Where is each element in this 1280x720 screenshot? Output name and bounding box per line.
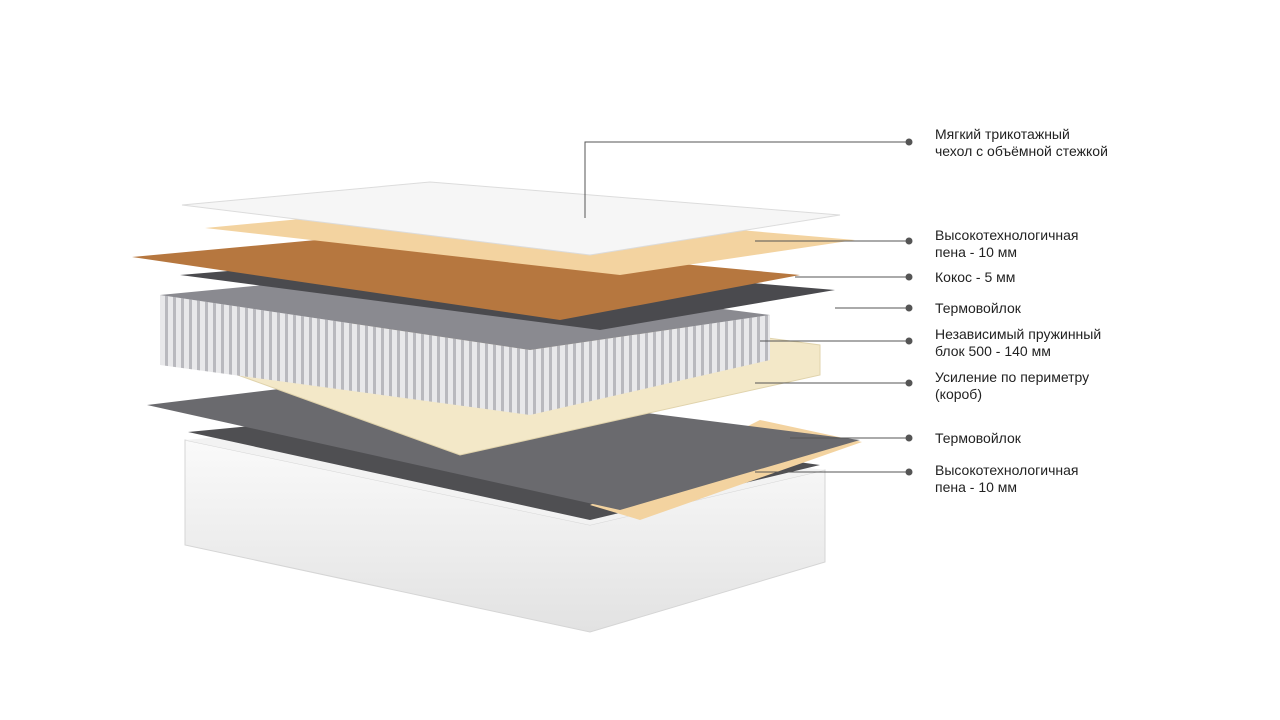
label-line: пена - 10 мм [935,479,1018,495]
label-line: блок 500 - 140 мм [935,343,1051,359]
label-line: Кокос - 5 мм [935,269,1016,285]
label-line: Термовойлок [935,300,1021,316]
coconut-layer [132,235,800,320]
label-line: Независимый пружинный [935,326,1102,342]
label-line: Мягкий трикотажный [935,126,1070,142]
label-line: Термовойлок [935,430,1021,446]
label-felt-top: Термовойлок [935,300,1021,317]
label-coconut: Кокос - 5 мм [935,269,1015,286]
leader-lines [584,141,908,473]
label-felt-bottom: Термовойлок [935,430,1021,447]
label-line: чехол с объёмной стежкой [935,143,1108,159]
label-perimeter-box: Усиление по периметру(короб) [935,369,1089,403]
label-line: Усиление по периметру [935,369,1090,385]
quilted-cover [181,181,841,256]
leader-dots [905,138,913,476]
label-line: пена - 10 мм [935,244,1018,260]
label-line: Высокотехнологичная [935,462,1079,478]
label-line: Высокотехнологичная [935,227,1079,243]
label-line: (короб) [935,386,982,402]
